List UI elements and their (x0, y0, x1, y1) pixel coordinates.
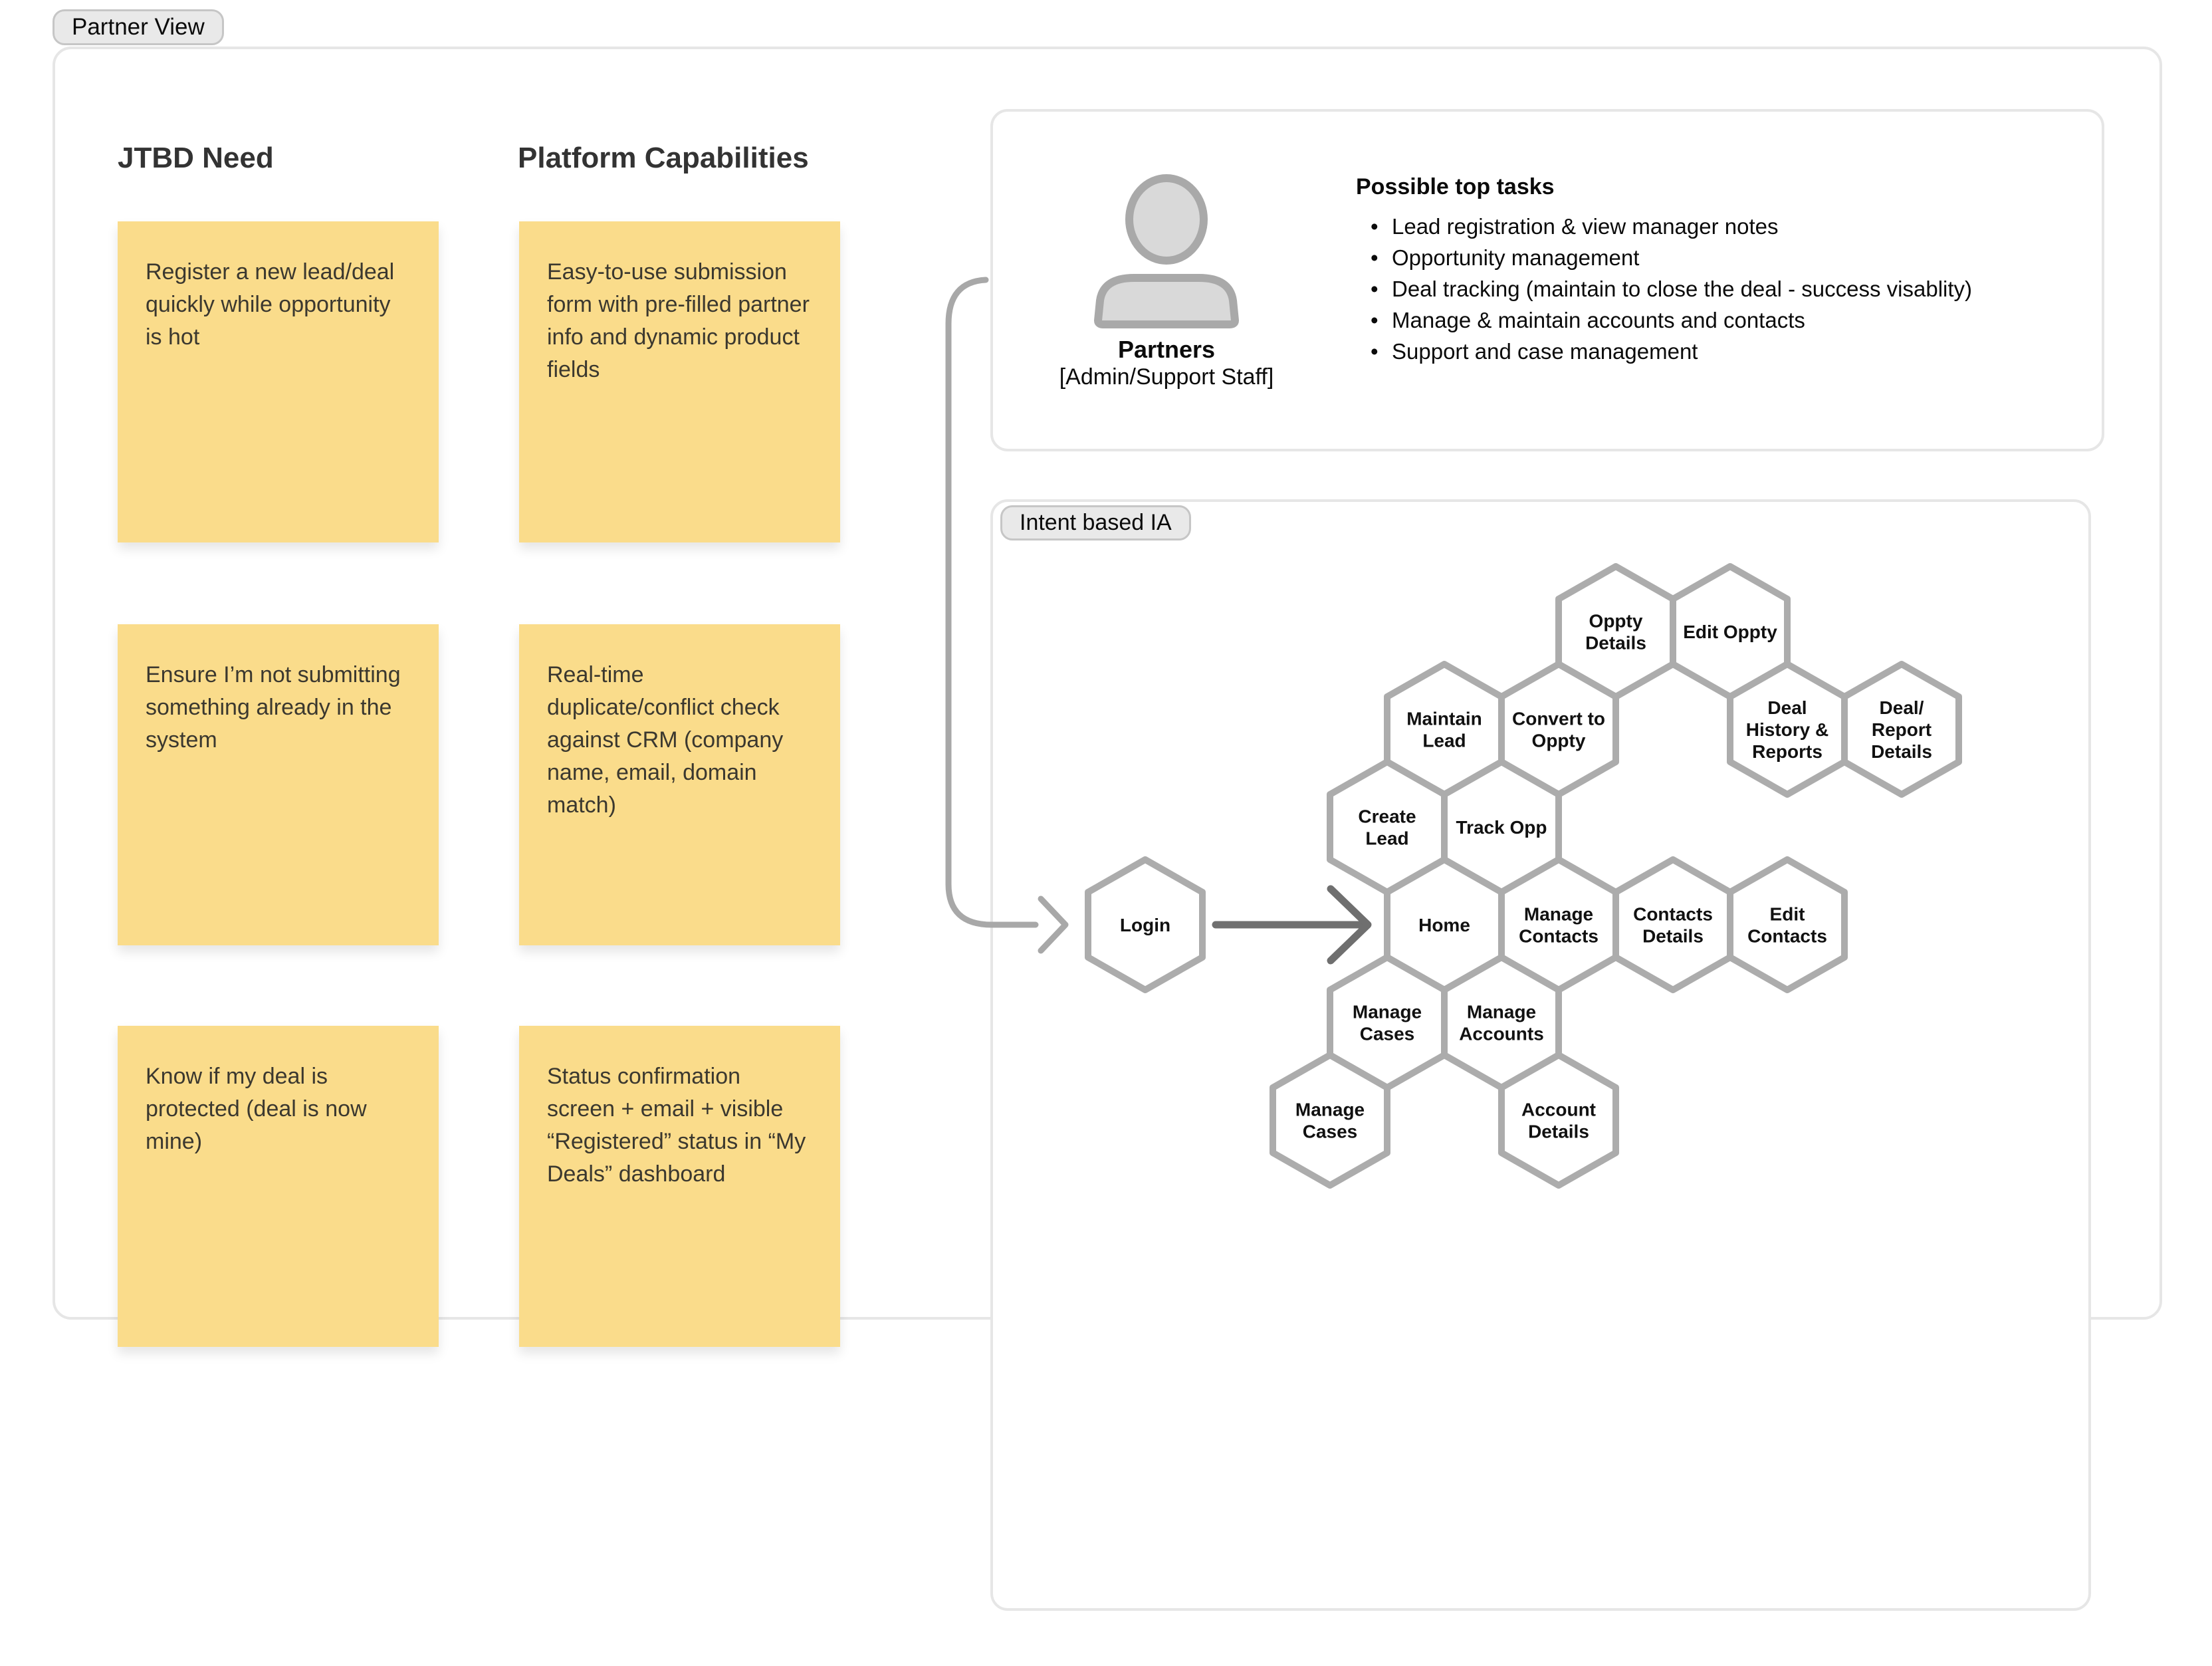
sticky-note-text: Know if my deal is protected (deal is no… (146, 1064, 367, 1154)
platform-capabilities-header: Platform Capabilities (518, 142, 809, 174)
sticky-note-text: Register a new lead/deal quickly while o… (146, 259, 395, 350)
sticky-note-capability-3[interactable]: Status confirmation screen + email + vis… (519, 1026, 840, 1347)
intent-ia-chip[interactable]: Intent based IA (1000, 505, 1191, 540)
hexagon-shape (1612, 856, 1733, 993)
sticky-note-text: Easy-to-use submission form with pre-fil… (547, 259, 810, 382)
sticky-note-text: Ensure I’m not submitting something alre… (146, 662, 401, 753)
sticky-note-capability-1[interactable]: Easy-to-use submission form with pre-fil… (519, 221, 840, 542)
hexagon-shape (1727, 856, 1848, 993)
hexagon-shape (1841, 661, 1962, 798)
hexagon-shape (1085, 856, 1206, 993)
sticky-note-jtbd-2[interactable]: Ensure I’m not submitting something alre… (118, 624, 439, 945)
top-task-item: Deal tracking (maintain to close the dea… (1356, 273, 2120, 304)
top-tasks-block: Possible top tasks Lead registration & v… (1356, 174, 2120, 367)
hexagon-label: Edit Oppty (1683, 622, 1777, 642)
top-task-item: Lead registration & view manager notes (1356, 211, 2120, 242)
hexagon-label: Track Opp (1456, 817, 1547, 838)
top-tasks-list: Lead registration & view manager notes O… (1356, 211, 2120, 367)
sticky-note-text: Real-time duplicate/conflict check again… (547, 662, 784, 818)
sticky-note-capability-2[interactable]: Real-time duplicate/conflict check again… (519, 624, 840, 945)
hexagon-label: Home (1418, 915, 1470, 935)
intent-ia-chip-label: Intent based IA (1020, 510, 1172, 535)
partner-view-chip[interactable]: Partner View (53, 9, 224, 45)
hexagon-shape (1270, 1052, 1390, 1189)
top-task-item: Manage & maintain accounts and contacts (1356, 304, 2120, 336)
hexagon-login[interactable]: Login (1085, 856, 1206, 993)
sticky-note-jtbd-1[interactable]: Register a new lead/deal quickly while o… (118, 221, 439, 542)
sticky-note-jtbd-3[interactable]: Know if my deal is protected (deal is no… (118, 1026, 439, 1347)
top-task-item: Support and case management (1356, 336, 2120, 367)
hexagon-shape (1498, 1052, 1619, 1189)
top-task-item: Opportunity management (1356, 242, 2120, 273)
sticky-note-text: Status confirmation screen + email + vis… (547, 1064, 806, 1187)
partner-view-chip-label: Partner View (72, 14, 205, 40)
hexagon-label: Login (1120, 915, 1170, 935)
persona-subtitle: [Admin/Support Staff] (1059, 364, 1274, 390)
jtbd-need-header: JTBD Need (118, 142, 274, 174)
top-tasks-title: Possible top tasks (1356, 174, 1555, 199)
persona-name: Partners (1117, 336, 1216, 363)
